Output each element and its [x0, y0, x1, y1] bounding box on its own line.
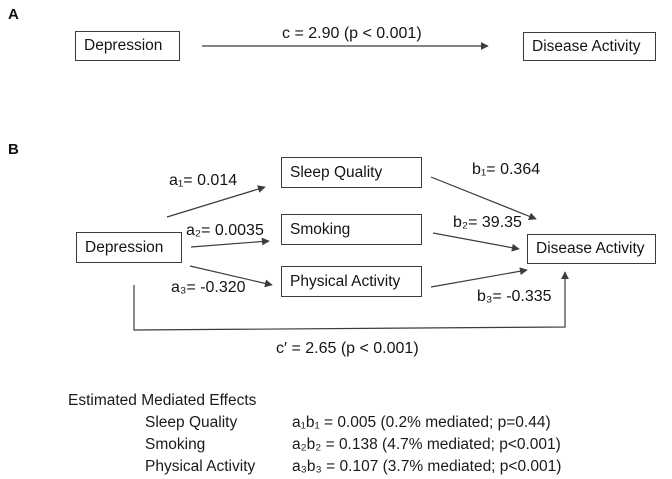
b1-path-arrow: [430, 176, 537, 221]
mediator-box-smoking: Smoking: [281, 214, 422, 245]
panel-a-label: A: [8, 6, 19, 23]
a3-path-arrow: [189, 265, 273, 288]
mediated-effect-mediator: Sleep Quality: [145, 414, 238, 431]
a3-path-label: a₃= -0.320: [171, 279, 246, 296]
mediated-effect-value: a₂b₂ = 0.138 (4.7% mediated; p<0.001): [292, 436, 561, 453]
b2-path-arrow: [432, 232, 520, 252]
panel-a-disease-activity-box: Disease Activity: [523, 32, 656, 61]
a1-path-arrow: [166, 185, 266, 218]
b1-path-label: b₁= 0.364: [472, 161, 541, 178]
mediated-effect-mediator: Smoking: [145, 436, 206, 453]
panel-b-label: B: [8, 141, 19, 158]
mediated-effects-title: Estimated Mediated Effects: [68, 392, 257, 409]
mediated-effect-row-physical-activity: Physical Activity a₃b₃ = 0.107 (3.7% med…: [145, 458, 561, 476]
mediator-box-physical-activity: Physical Activity: [281, 266, 422, 297]
c-prime-path-arrow: [133, 271, 569, 331]
b3-path-label: b₃= -0.335: [477, 288, 552, 305]
mediator-box-sleep-quality: Sleep Quality: [281, 157, 422, 188]
panel-b-disease-activity-box: Disease Activity: [527, 234, 656, 264]
mediated-effect-value: a₃b₃ = 0.107 (3.7% mediated; p<0.001): [292, 458, 562, 475]
a2-path-label: a₂= 0.0035: [186, 222, 264, 239]
a1-path-label: a₁= 0.014: [169, 172, 238, 189]
b2-path-label: b₂= 39.35: [453, 214, 522, 231]
b3-path-arrow: [430, 267, 528, 288]
mediated-effect-row-smoking: Smoking a₂b₂ = 0.138 (4.7% mediated; p<0…: [145, 436, 561, 454]
c-prime-path-label: c′ = 2.65 (p < 0.001): [276, 340, 419, 357]
a2-path-arrow: [190, 237, 270, 248]
panel-a-c-path-label: c = 2.90 (p < 0.001): [282, 25, 422, 42]
panel-b-depression-box: Depression: [76, 232, 182, 263]
mediated-effect-mediator: Physical Activity: [145, 458, 256, 475]
panel-a-depression-box: Depression: [75, 31, 180, 61]
mediated-effect-value: a₁b₁ = 0.005 (0.2% mediated; p=0.44): [292, 414, 551, 431]
mediated-effect-row-sleep-quality: Sleep Quality a₁b₁ = 0.005 (0.2% mediate…: [145, 414, 551, 432]
